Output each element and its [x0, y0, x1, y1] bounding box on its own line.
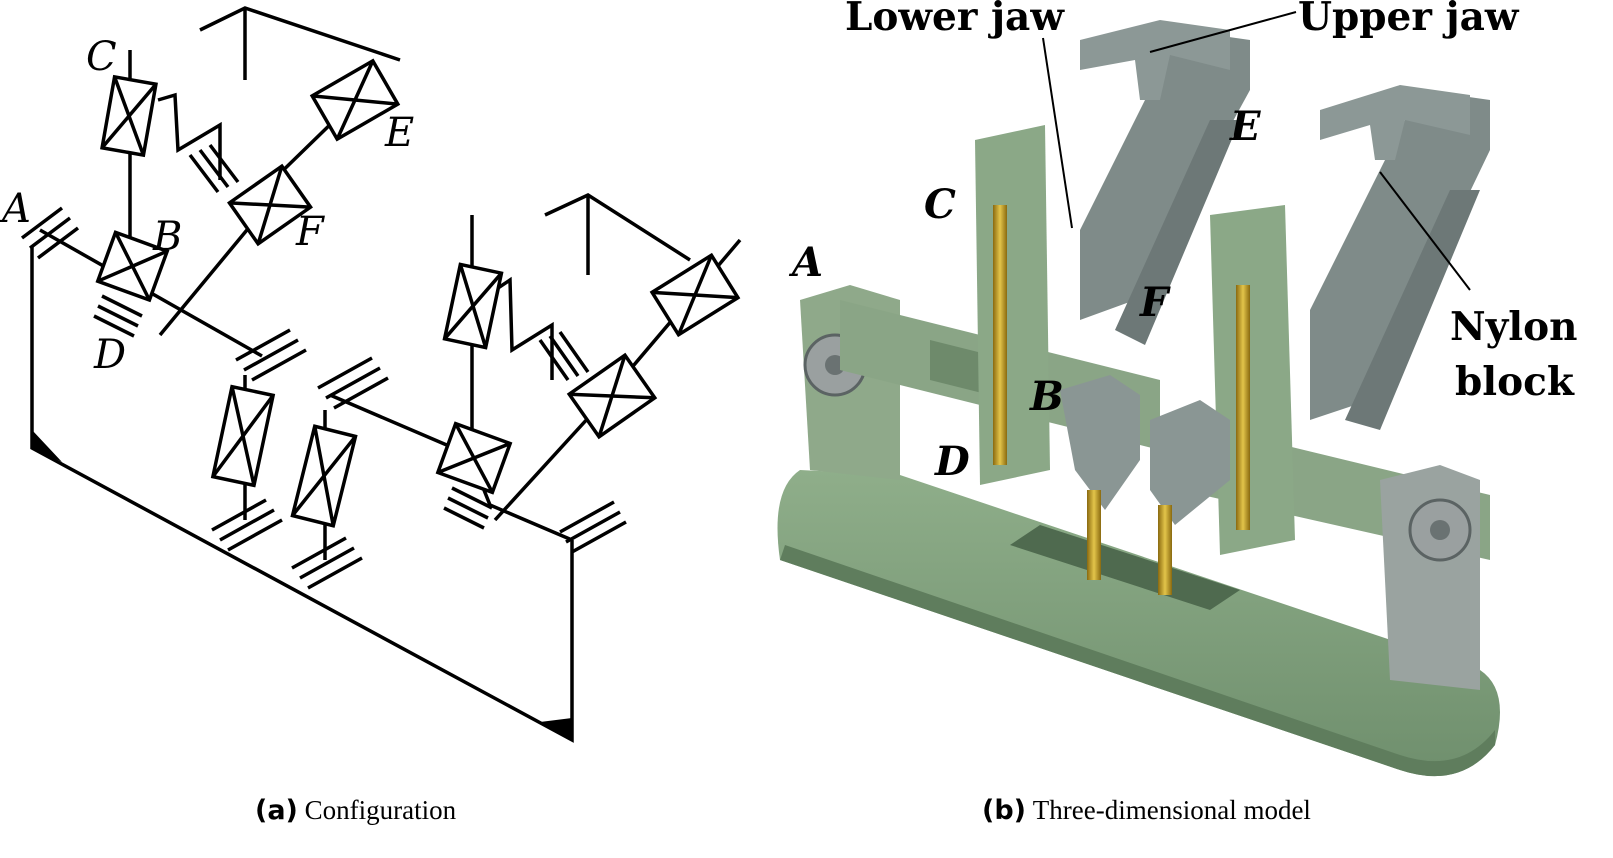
caption-a-text: Configuration — [304, 795, 457, 825]
prismatic-lower-left — [210, 384, 276, 488]
model-joint-label-F: F — [1139, 279, 1171, 326]
callout-lower-jaw: Lower jaw — [845, 0, 1065, 40]
leader-lines — [1042, 11, 1471, 291]
base-plate — [777, 470, 1500, 777]
prismatic-right-F — [566, 352, 658, 440]
callout-nylon-line1: Nylon — [1450, 304, 1578, 350]
model-render: A C E F B D Lower jaw Upper jaw Nylon bl… — [777, 0, 1578, 777]
caption-b-text: Three-dimensional model — [1032, 795, 1311, 825]
model-joint-label-B: B — [1029, 373, 1064, 420]
model-joint-label-D: D — [934, 438, 970, 485]
model-joint-label-C: C — [924, 181, 956, 228]
revolute-joints-left — [20, 143, 307, 552]
caption-b: (b) Three-dimensional model — [982, 795, 1311, 826]
prismatic-F — [227, 163, 313, 247]
caption-a-tag: (a) — [255, 795, 298, 826]
prismatic-B — [95, 230, 170, 303]
joint-label-A: A — [0, 186, 31, 232]
joint-label-B: B — [152, 214, 182, 260]
model-panel: A C E F B D Lower jaw Upper jaw Nylon bl… — [770, 0, 1613, 858]
prismatic-lower-right — [290, 424, 358, 528]
configuration-panel: C E A B F D (a) Configuration — [0, 0, 800, 858]
right-linkage — [290, 193, 742, 590]
joint-label-F: F — [295, 209, 325, 255]
prismatic-right-E — [649, 252, 741, 338]
prismatic-E — [309, 58, 401, 142]
callout-nylon-line2: block — [1455, 359, 1575, 405]
left-linkage — [20, 6, 401, 552]
joint-label-C: C — [86, 34, 117, 80]
caption-b-tag: (b) — [982, 795, 1027, 826]
prismatic-right-C — [442, 262, 504, 350]
model-joint-label-E: E — [1229, 103, 1261, 150]
right-pedestal — [1380, 465, 1480, 690]
model-joint-label-A: A — [788, 239, 823, 286]
joint-label-E: E — [384, 110, 414, 156]
prismatic-right-B — [435, 421, 513, 495]
right-clamp-unit — [1150, 85, 1490, 595]
joint-label-D: D — [93, 332, 126, 378]
base-frame — [30, 247, 574, 743]
callout-upper-jaw: Upper jaw — [1298, 0, 1520, 40]
revolute-joints-right — [291, 330, 627, 590]
configuration-diagram: C E A B F D — [0, 6, 742, 743]
caption-a: (a) Configuration — [255, 795, 456, 826]
prismatic-C — [100, 74, 158, 158]
